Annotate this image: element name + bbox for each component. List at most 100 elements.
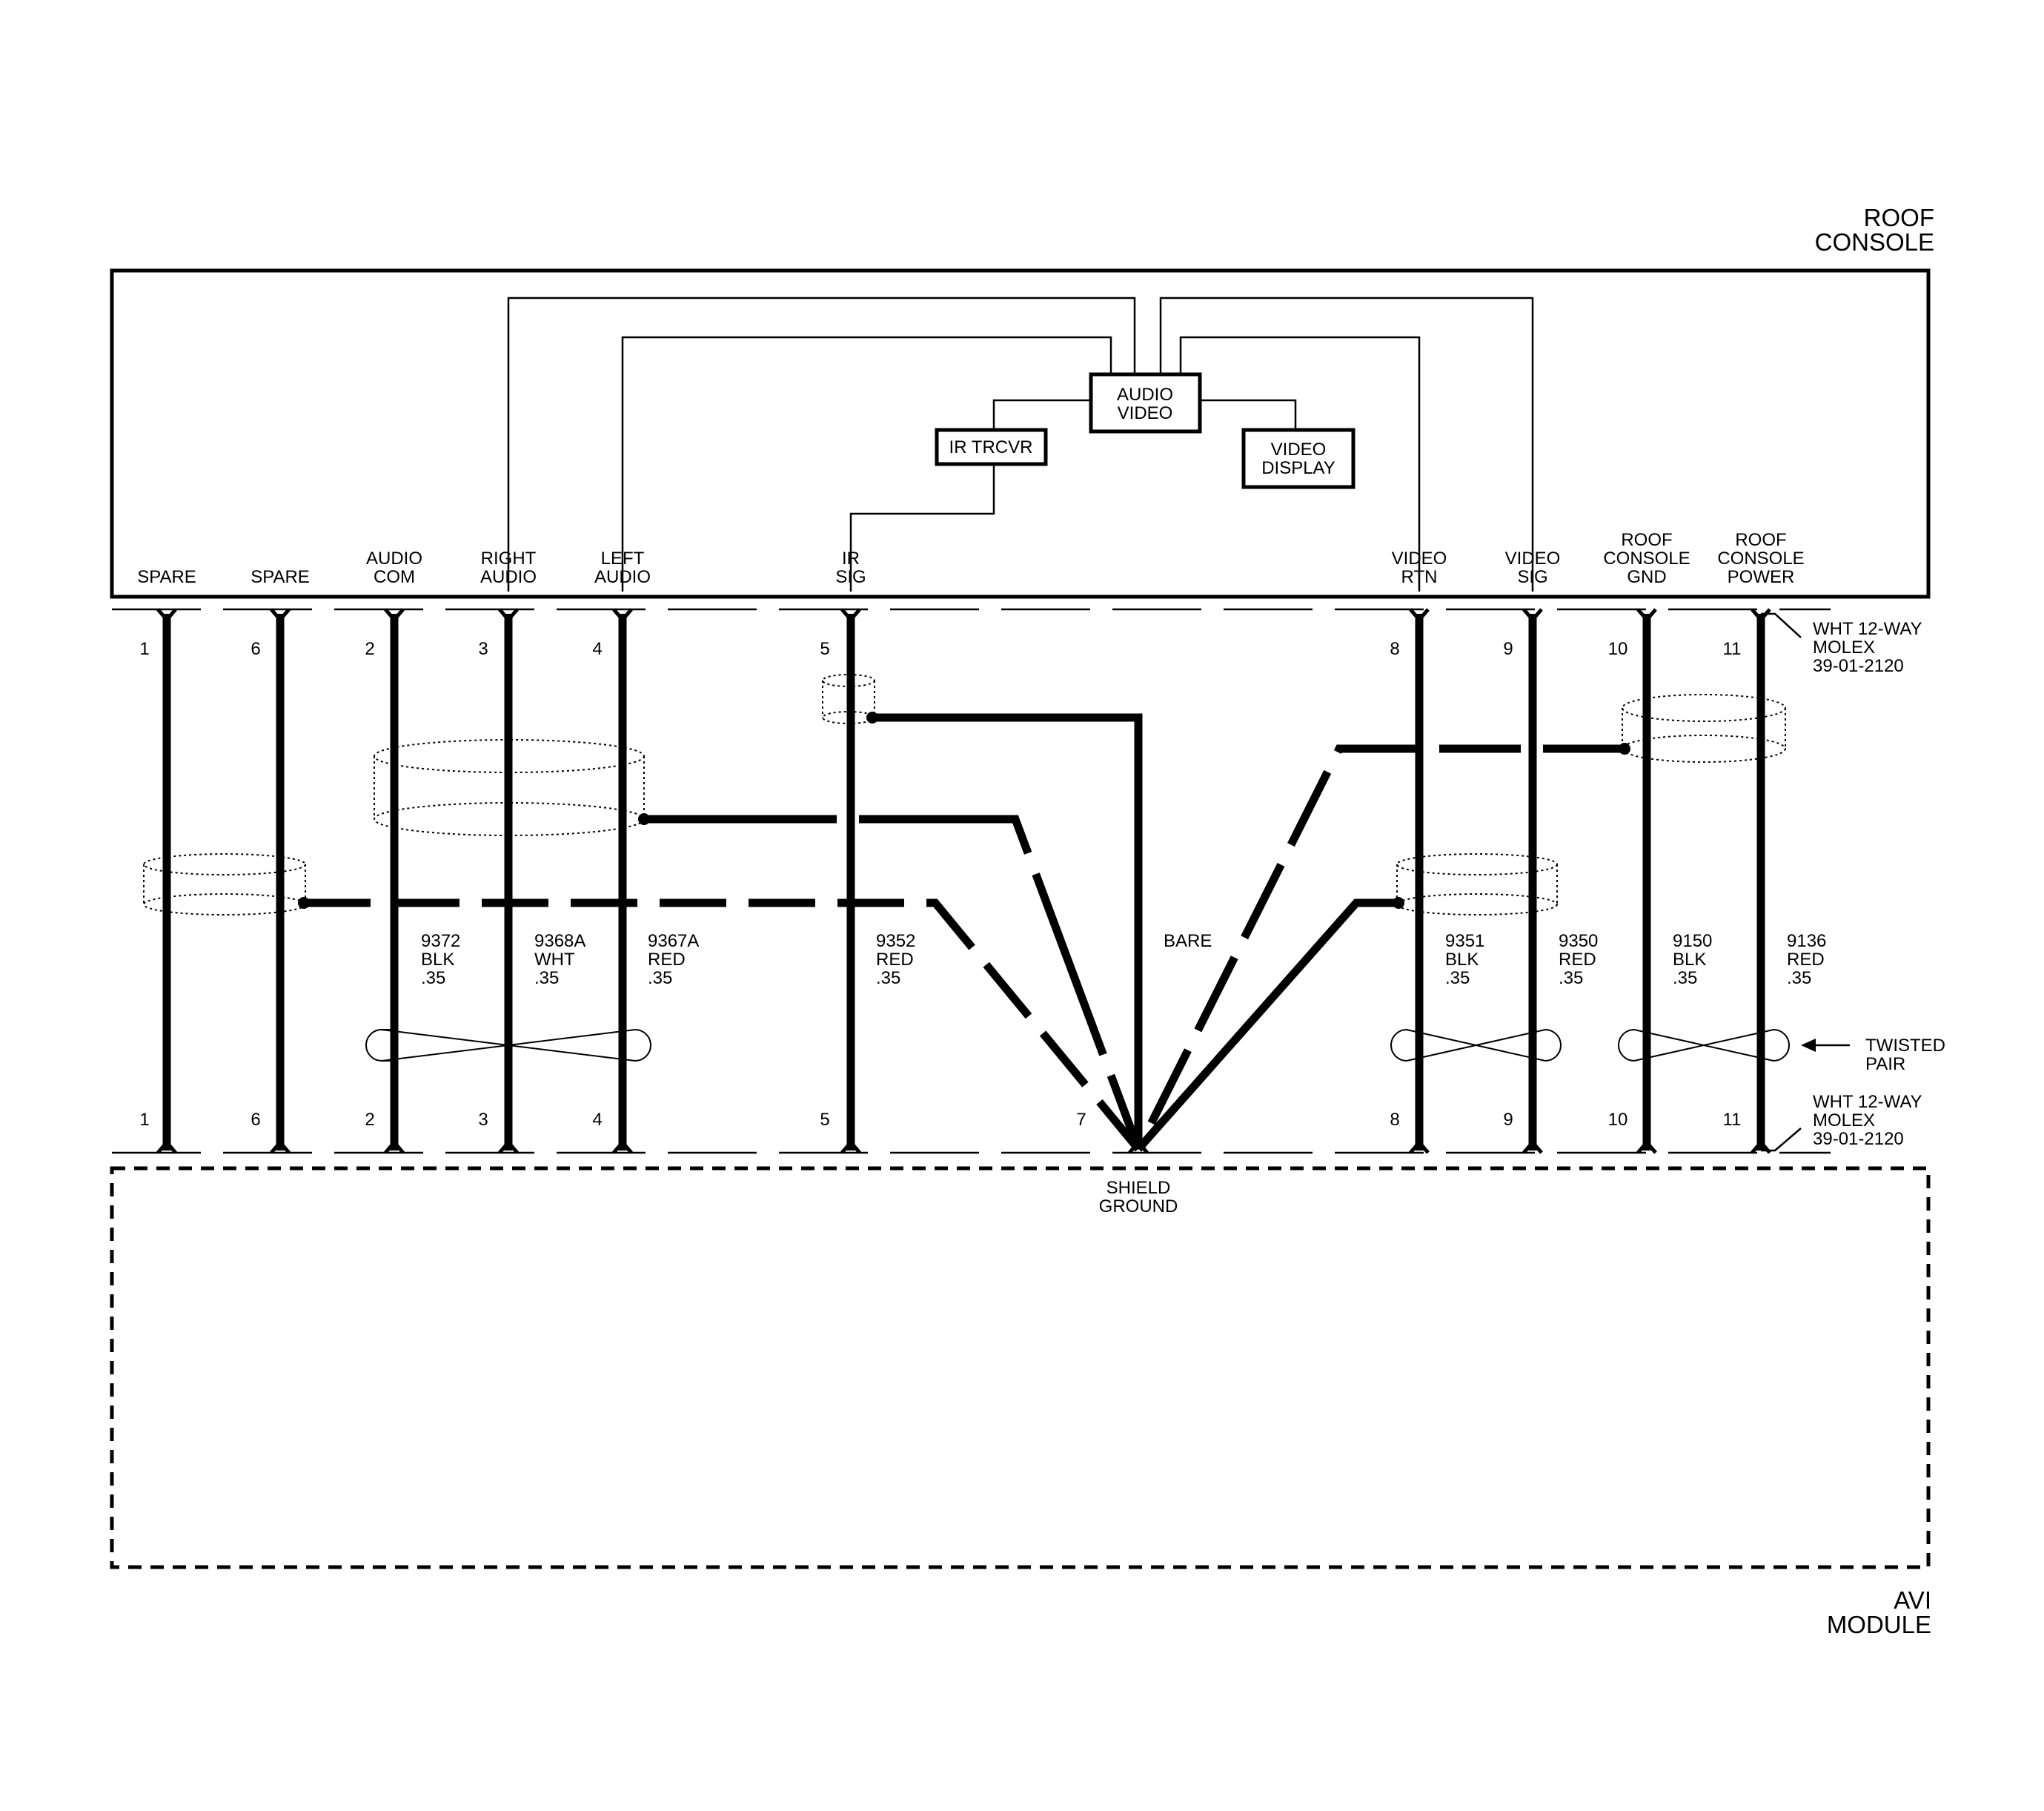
- pin-label-roof-power-l3: POWER: [1728, 567, 1795, 587]
- bottom-pin-4: 4: [592, 1110, 602, 1130]
- terminal-bottom-7: [1128, 1139, 1149, 1154]
- top-pin-11: 11: [1723, 639, 1742, 659]
- drain-tie-points: [298, 712, 1630, 909]
- wire-spec-8-circuit: 9351: [1445, 931, 1484, 951]
- shield-drain-wiring: [304, 713, 1625, 1152]
- audio-video-box: [1089, 372, 1202, 434]
- wire-spec-10-circuit: 9150: [1673, 931, 1712, 951]
- wire-spec-8-gauge: .35: [1445, 968, 1470, 988]
- terminal-bottom-11: [1751, 1139, 1771, 1154]
- avi-module-box: [110, 1166, 1931, 1569]
- wire-spec-10-gauge: .35: [1673, 968, 1697, 988]
- bottom-connector-line3: 39-01-2120: [1813, 1129, 1904, 1149]
- wire-spec-5-circuit: 9352: [876, 931, 915, 951]
- bare-drain-label: BARE: [1164, 931, 1212, 951]
- drain-roof-console-shield: [1135, 744, 1625, 1151]
- bottom-pin-6: 6: [250, 1110, 260, 1130]
- bottom-connector-line2: MOLEX: [1813, 1110, 1875, 1130]
- bottom-pin-9: 9: [1503, 1110, 1513, 1130]
- terminal-top-1: [156, 608, 177, 623]
- terminal-bottom-9: [1522, 1139, 1543, 1154]
- wire-spec-11-gauge: .35: [1787, 968, 1811, 988]
- shield-ground-line2: GROUND: [1099, 1196, 1178, 1216]
- terminal-bottom-6: [270, 1139, 291, 1154]
- shield-cylinders: [143, 674, 1786, 916]
- terminal-markers: [156, 608, 1771, 1154]
- top-pin-5: 5: [820, 639, 829, 659]
- top-pin-4: 4: [592, 639, 602, 659]
- top-pin-numbers: 1 6 2 3 4 5 8 9 10 11: [139, 639, 1741, 659]
- audio-video-label-line2: VIDEO: [1118, 403, 1173, 423]
- video-display-component: VIDEO DISPLAY: [1241, 428, 1356, 489]
- twisted-pair-roof-console: [1618, 1029, 1790, 1062]
- pin-label-ir-sig-l1: IR: [842, 549, 860, 569]
- bottom-pin-2: 2: [365, 1110, 374, 1130]
- pin-label-ir-sig-l2: SIG: [835, 567, 866, 587]
- wire-video-sig-internal: [1159, 297, 1534, 592]
- bottom-pin-numbers: 1 6 2 3 4 5 7 8 9 10 11: [139, 1110, 1741, 1130]
- pin-label-roof-power-l1: ROOF: [1735, 530, 1786, 550]
- top-pin-6: 6: [250, 639, 260, 659]
- pin-label-roof-power-l2: CONSOLE: [1717, 549, 1804, 569]
- drain-tie-roof: [1619, 743, 1630, 755]
- pin-label-roof-gnd-l3: GND: [1627, 567, 1666, 587]
- wire-spec-4-gauge: .35: [648, 968, 672, 988]
- shield-roof-console-pair: [1622, 694, 1786, 763]
- top-pin-2: 2: [365, 639, 374, 659]
- roof-console-title-line1: ROOF: [1864, 204, 1934, 231]
- bottom-pin-10: 10: [1608, 1110, 1628, 1130]
- audio-video-label-line1: AUDIO: [1117, 385, 1173, 405]
- wire-spec-4-circuit: 9367A: [648, 931, 699, 951]
- terminal-top-10: [1636, 608, 1657, 623]
- drain-audio-shield: [644, 815, 1143, 1151]
- terminal-bottom-3: [498, 1139, 519, 1154]
- pin-label-video-rtn-l1: VIDEO: [1392, 549, 1447, 569]
- wire-spec-2-color: BLK: [421, 950, 454, 970]
- shield-ir: [822, 674, 875, 724]
- pin-label-left-audio-l1: LEFT: [601, 549, 645, 569]
- shield-ground-line1: SHIELD: [1106, 1178, 1171, 1198]
- wire-spec-9-gauge: .35: [1559, 968, 1583, 988]
- wire-video-rtn-internal: [1179, 336, 1421, 592]
- wire-ir-sig-internal: [849, 464, 995, 592]
- wire-spec-4-color: RED: [648, 950, 686, 970]
- wire-spec-labels: 9372 BLK .35 9368A WHT .35 9367A RED .35…: [421, 931, 1826, 988]
- shield-audio-triple: [374, 739, 645, 836]
- pin-label-audio-com-l2: COM: [374, 567, 415, 587]
- twisted-pair-video: [1390, 1029, 1562, 1062]
- terminal-top-5: [840, 608, 861, 623]
- top-pin-9: 9: [1503, 639, 1513, 659]
- pin-label-roof-gnd-l2: CONSOLE: [1603, 549, 1690, 569]
- terminal-top-6: [270, 608, 291, 623]
- pin-label-spare-1: SPARE: [137, 567, 196, 587]
- terminal-bottom-5: [840, 1139, 861, 1154]
- bottom-pin-5: 5: [820, 1110, 829, 1130]
- shield-spare-pair: [143, 853, 306, 916]
- twisted-pair-label-line1: TWISTED: [1865, 1036, 1945, 1056]
- roof-console-title: ROOF CONSOLE: [1815, 204, 1934, 256]
- top-pin-3: 3: [478, 639, 488, 659]
- wire-spec-9-circuit: 9350: [1559, 931, 1598, 951]
- terminal-top-8: [1409, 608, 1430, 623]
- shield-video-pair: [1396, 853, 1558, 916]
- top-pin-8: 8: [1390, 639, 1399, 659]
- twisted-pair-label-line2: PAIR: [1865, 1054, 1905, 1074]
- pin-function-labels: SPARE SPARE AUDIO COM RIGHT AUDIO LEFT A…: [137, 530, 1804, 587]
- top-connector-line1: WHT 12-WAY: [1813, 619, 1922, 639]
- wire-spec-5-color: RED: [876, 950, 914, 970]
- wire-spec-10-color: BLK: [1673, 950, 1706, 970]
- video-display-label-line1: VIDEO: [1271, 440, 1327, 460]
- bottom-connector-callout: WHT 12-WAY MOLEX 39-01-2120: [1761, 1092, 1922, 1152]
- harness-wires: [162, 614, 1765, 1151]
- terminal-bottom-8: [1409, 1139, 1430, 1154]
- top-connector-leader: [1761, 612, 1802, 638]
- bottom-pin-7: 7: [1076, 1110, 1086, 1130]
- terminal-top-3: [498, 608, 519, 623]
- terminal-bottom-2: [384, 1139, 405, 1154]
- wire-spec-8-color: BLK: [1445, 950, 1479, 970]
- top-connector-line3: 39-01-2120: [1813, 656, 1904, 676]
- twisted-pair-audio: [365, 1029, 651, 1062]
- wire-spec-2-circuit: 9372: [421, 931, 460, 951]
- avi-module-title: AVI MODULE: [1827, 1586, 1931, 1638]
- terminal-top-9: [1522, 608, 1543, 623]
